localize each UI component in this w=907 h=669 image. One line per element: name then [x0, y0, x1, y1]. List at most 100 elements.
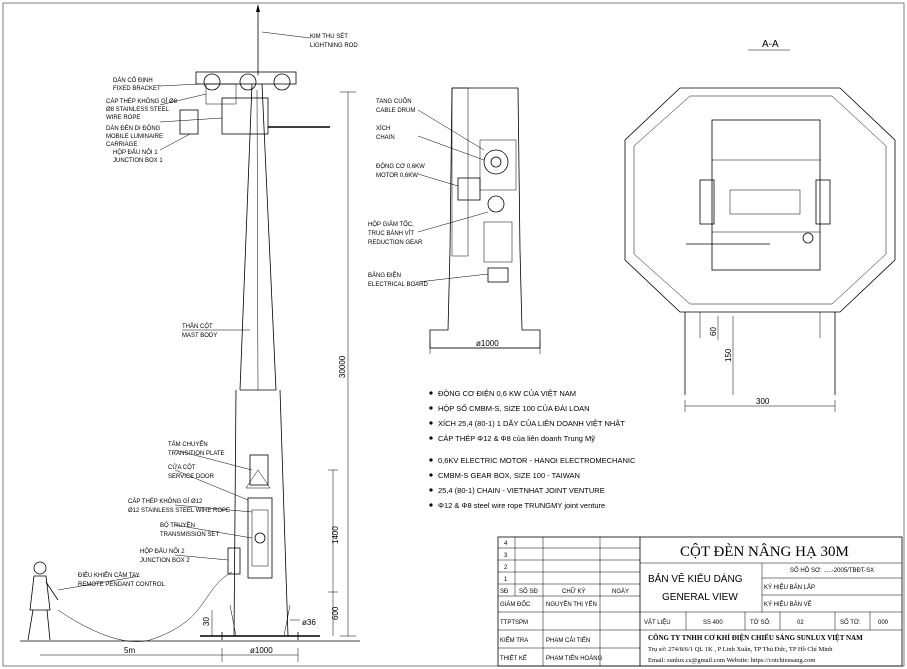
label-wire-rope-en1: Ø8 STAINLESS STEEL: [106, 107, 170, 113]
pole-dimensions: 30000 1400 600 30 ø36 5m ø1000: [40, 91, 356, 662]
spec-vi-3: XÍCH 25,4 (80-1) 1 DÃY CỦA LIÊN DOANH VI…: [438, 419, 625, 428]
label-wire-rope-en2: WIRE ROPE: [106, 115, 140, 121]
label-rope12-en: Ø12 STAINLESS STEEL WIRE ROPE: [128, 508, 230, 514]
label-motor-en: MOTOR 0,6KW: [376, 173, 418, 179]
title-sub-en: GENERAL VIEW: [662, 592, 738, 603]
title-main: CỘT ĐÈN NÂNG HẠ 30M: [680, 543, 849, 560]
designer-name: PHẠM TIẾN HOÀNG: [546, 655, 603, 662]
dim-5m: 5m: [124, 646, 135, 655]
sheave-mid: [239, 73, 257, 91]
label-remote-vi: ĐIỀU KHIỂN CẦM TAY: [78, 572, 140, 579]
label-jb1-en: JUNCTION BOX 1: [113, 158, 163, 164]
mast-left-edge: [239, 83, 253, 391]
spec-vi-4: CÁP THÉP Φ12 & Φ8 của liên doanh Trung M…: [438, 434, 595, 443]
transition-plate: [249, 454, 269, 486]
junction-box-1: [179, 109, 199, 135]
label-drum-vi: TANG CUỐN: [376, 98, 412, 105]
label-fixed-bracket-en: FIXED BRACKET: [113, 86, 161, 92]
gearbox-frame: [483, 221, 513, 263]
section-drum: [729, 189, 801, 215]
pendant-cable: [57, 571, 233, 642]
pole-label-service-door: CỬA CỘT SERVICE DOOR: [168, 464, 215, 480]
label-transition-vi: TẤM CHUYỂN: [168, 441, 208, 448]
director-label: GIÁM ĐỐC: [500, 601, 531, 608]
pole-label-mast-body: THÂN CỘT MAST BODY: [182, 323, 217, 339]
winch-label-chain: XÍCH CHAIN: [376, 125, 395, 141]
checker-name: PHẠM CẢI TIẾN: [546, 637, 590, 644]
pole-label-junction-box-2: HỘP ĐẤU NỐI 2 JUNCTION BOX 2: [140, 548, 190, 564]
label-jb2-vi: HỘP ĐẤU NỐI 2: [140, 548, 185, 555]
material-value: SS 400: [703, 620, 723, 626]
section-octagon-inner: [633, 95, 887, 305]
drawing-code-label: KÝ HIỆU BẢN VẼ: [764, 600, 812, 608]
label-carriage-en2: CARRIAGE: [106, 142, 137, 148]
cable-drum-hub: [490, 156, 502, 168]
drawing-number: SỐ HỒ SƠ: .....-2005/TBĐT-SX: [790, 567, 874, 574]
spec-vi-1: ĐỘNG CƠ ĐIỆN 0,6 KW CỦA VIỆT NAM: [438, 389, 576, 398]
transition-cone: [245, 469, 271, 489]
rev-row-4: 4: [504, 541, 508, 547]
section-aa: A-A 300 60 150: [624, 39, 896, 412]
company-contact: Email: sunlux.cs@gmail.com Website: http…: [648, 657, 815, 664]
cable-drum: [483, 149, 509, 175]
sheet-value: 02: [797, 620, 804, 626]
label-jb2-en: JUNCTION BOX 2: [140, 558, 190, 564]
title-block: CỘT ĐÈN NÂNG HẠ 30M BẢN VẼ KIỂU DÁNG GEN…: [497, 536, 903, 667]
reduction-gear: [487, 195, 505, 213]
base-left-edge: [233, 389, 237, 637]
hdr-signature: CHỮ KÝ: [562, 588, 585, 595]
hdr-sd: SĐ: [500, 589, 509, 595]
label-gear-vi1: HỘP GIẢM TỐC,: [368, 221, 414, 228]
label-door-en: SERVICE DOOR: [168, 474, 215, 480]
material-label: VẬT LIỆU: [644, 618, 671, 626]
hdr-so-sd: SỐ SĐ: [519, 588, 538, 595]
electrical-board: [487, 267, 509, 283]
pole-label-junction-box-1: HỘP ĐẤU NỐI 1 JUNCTION BOX 1: [113, 149, 163, 164]
winch-label-electrical-board: BẢNG ĐIỆN ELECTRICAL BOARD: [368, 271, 428, 288]
spec-en-2: CMBM-S GEAR BOX, SIZE 100 - TAIWAN: [438, 471, 580, 480]
designer-label: THIẾT KẾ: [500, 655, 527, 662]
label-mast-body-en: MAST BODY: [182, 333, 217, 339]
winch-leaders: [417, 109, 489, 283]
label-chain-en: CHAIN: [376, 135, 395, 141]
label-remote-en: REMOTE PENDANT CONTROL: [78, 582, 166, 588]
pole-label-wire-rope-12: CÁP THÉP KHÔNG GỈ Ø12 Ø12 STAINLESS STEE…: [128, 498, 230, 514]
section-octagon: [624, 87, 896, 313]
label-chain-vi: XÍCH: [376, 125, 390, 132]
dim-1400: 1400: [331, 526, 340, 544]
winch-door-plate: [451, 87, 469, 257]
pole-label-fixed-bracket: DÀN CỐ ĐỊNH FIXED BRACKET: [113, 77, 161, 92]
checker-label: KIỂM TRA: [500, 637, 528, 644]
company-name: CÔNG TY TNHH CƠ KHÍ ĐIỆN CHIẾU SÁNG SUNL…: [648, 634, 863, 642]
dim-30000: 30000: [338, 355, 347, 378]
pole-label-carriage: DÀN ĐÈN DI ĐỘNG MOBILE LUMINAIRE CARRIAG…: [106, 125, 163, 148]
dim-base-1000: ø1000: [250, 646, 273, 655]
dim-36: ø36: [302, 618, 316, 627]
winch-dimension: ø1000: [429, 339, 541, 354]
label-carriage-vi: DÀN ĐÈN DI ĐỘNG: [106, 125, 161, 132]
label-transition-en: TRANSITION PLATE: [168, 451, 225, 457]
transmission-set: [251, 509, 269, 567]
label-board-en: ELECTRICAL BOARD: [368, 282, 428, 288]
pole-label-transmission-set: BỘ TRUYỀN TRANSMISSION SET: [160, 522, 219, 538]
dim-30: 30: [202, 617, 211, 626]
label-fixed-bracket-vi: DÀN CỐ ĐỊNH: [113, 77, 153, 84]
base-gussets: [229, 604, 291, 637]
spec-en-1: 0,6KV ELECTRIC MOTOR - HANOI ELECTROMECH…: [438, 456, 636, 465]
dim-150: 150: [724, 348, 733, 362]
spec-en-4: Φ12 & Φ8 steel wire rope TRUNGMY joint v…: [438, 501, 605, 510]
mast-right-edge: [261, 83, 277, 391]
spec-en-3: 25,4 (80-1) CHAIN - VIETNHAT JOINT VENTU…: [438, 486, 605, 495]
pole-elevation: [20, 4, 360, 642]
sheave-right: [273, 73, 291, 91]
motor-body: [457, 177, 481, 201]
winch-label-motor: ĐỘNG CƠ 0,6KW MOTOR 0,6KW: [376, 163, 425, 179]
section-bearing-right: [815, 179, 831, 225]
mast-center-line: [256, 89, 259, 391]
director-name: NGUYỄN THỊ YẾN: [546, 601, 597, 608]
section-bearing-left: [699, 179, 715, 225]
label-gear-vi2: TRỤC BÁNH VÍT: [368, 230, 414, 237]
base-right-edge: [279, 389, 289, 637]
label-transmission-en: TRANSMISSION SET: [160, 532, 219, 538]
rev-row-2: 2: [504, 565, 508, 571]
